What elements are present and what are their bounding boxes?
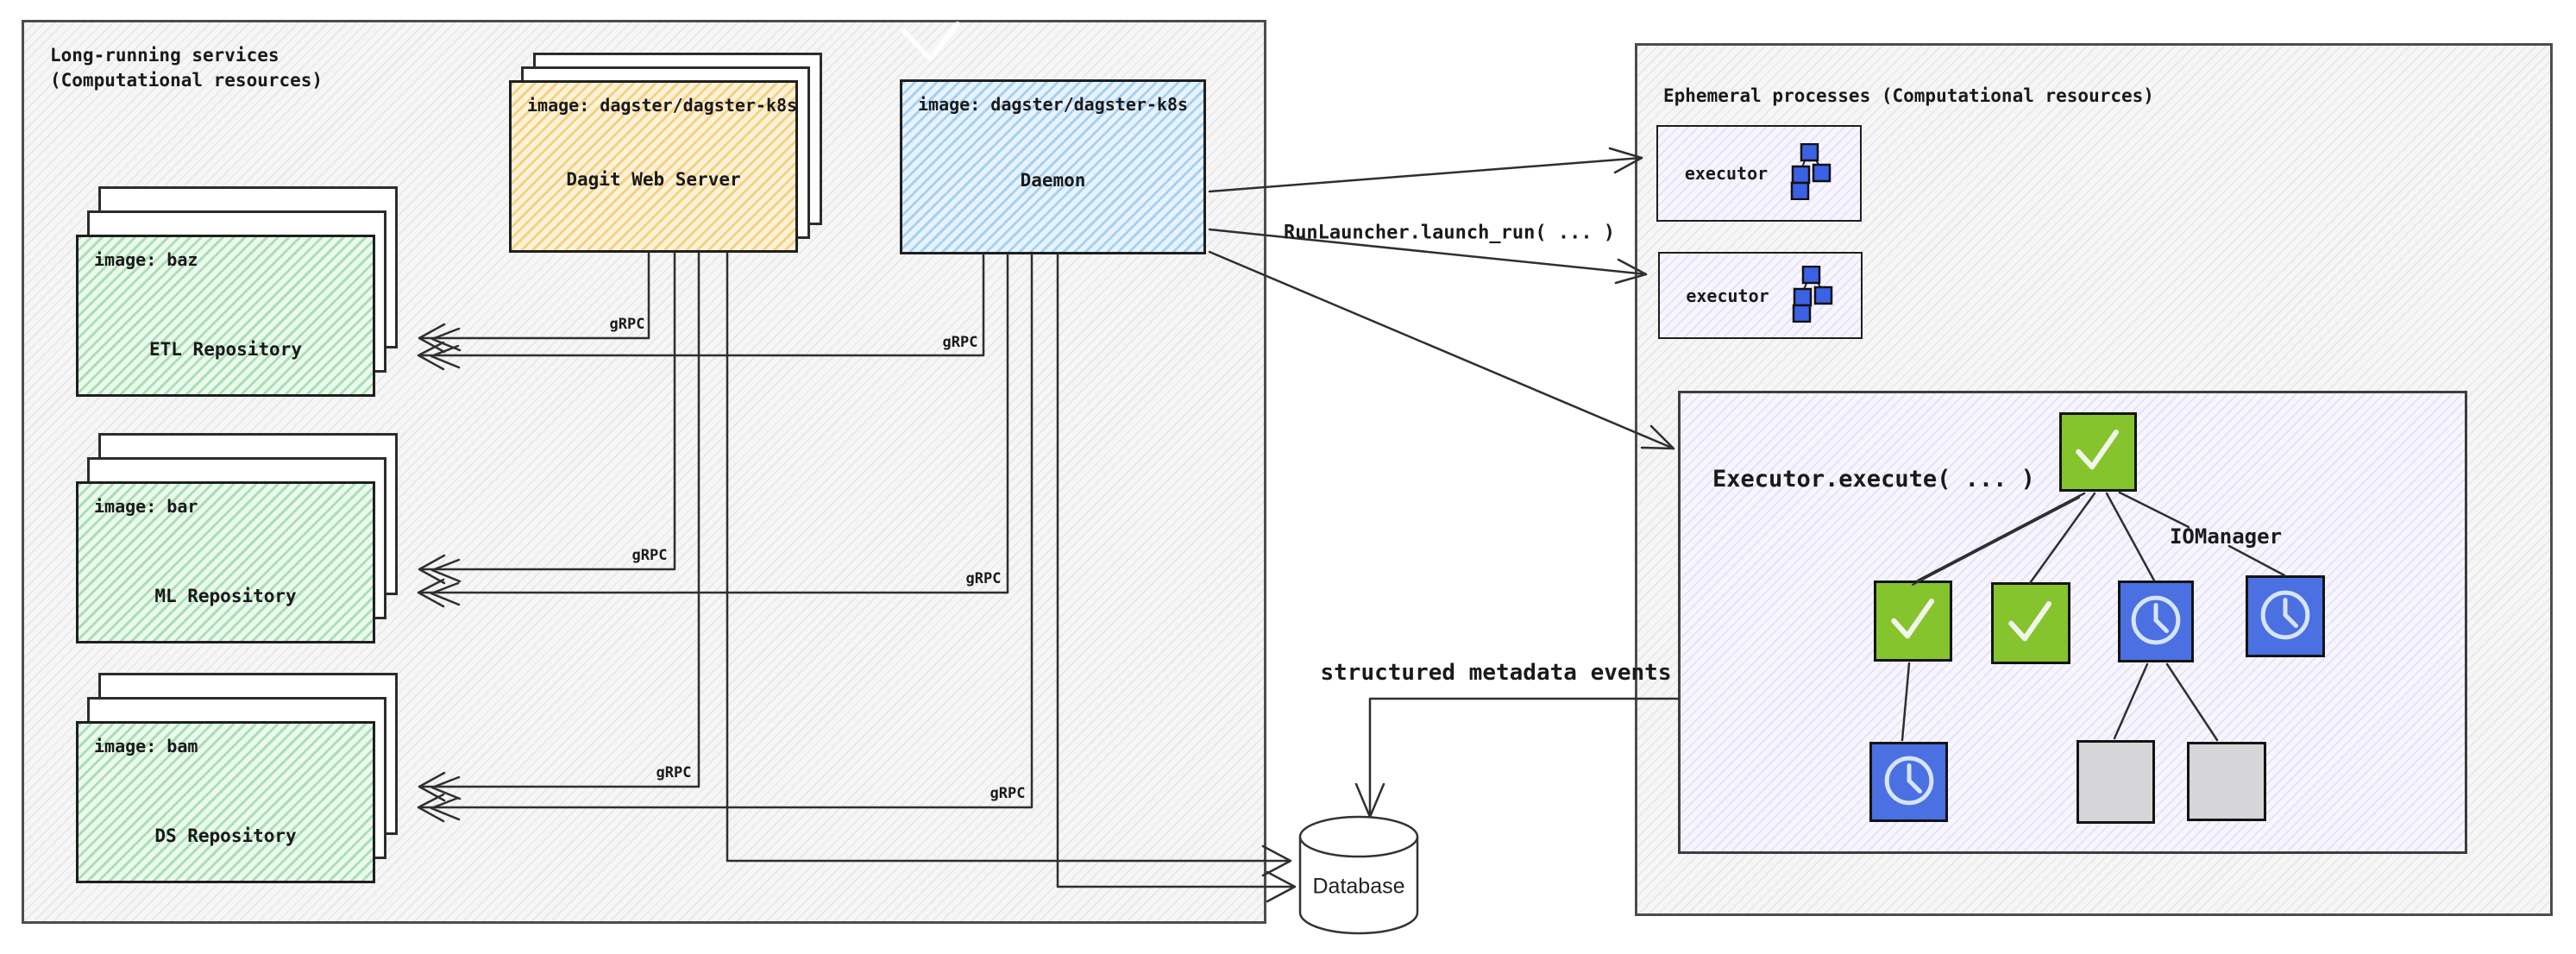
chevron-db-1 <box>1261 844 1292 877</box>
arrow-daemon-executor-1 <box>1208 156 1643 193</box>
grpc-label-ds-dagit: gRPC <box>656 764 692 781</box>
executor-box-2: executor <box>1658 252 1863 339</box>
ds-image-label: image: bam <box>94 736 198 756</box>
left-title-line1: Long-running services <box>50 45 280 66</box>
dag-icon <box>1790 142 1833 204</box>
daemon-name: Daemon <box>1020 170 1086 191</box>
clock-icon <box>2251 581 2320 653</box>
tree-skipped-2 <box>2187 742 2266 821</box>
left-container-title: Long-running services (Computational reso… <box>50 43 323 93</box>
tree-clock-3 <box>1869 742 1948 822</box>
etl-repository-box: image: baz ETL Repository <box>76 235 375 397</box>
ds-repository-box: image: bam DS Repository <box>76 721 375 883</box>
dagit-image-label: image: dagster/dagster-k8s <box>527 95 798 116</box>
check-icon <box>1995 586 2067 662</box>
chevron-db-2 <box>1266 870 1297 903</box>
arrow-metadata-database <box>1368 697 1680 816</box>
executor-execute-title: Executor.execute( ... ) <box>1712 466 2035 493</box>
grpc-label-ml-dagit: gRPC <box>631 547 668 564</box>
clock-icon <box>1875 746 1944 819</box>
io-manager-label: IOManager <box>2169 524 2283 549</box>
tree-clock-1 <box>2118 581 2194 662</box>
etl-name: ETL Repository <box>148 339 302 360</box>
daemon-image-label: image: dagster/dagster-k8s <box>918 94 1189 115</box>
tree-clock-2 <box>2246 575 2325 657</box>
structured-metadata-label: structured metadata events <box>1320 660 1672 686</box>
database-label: Database <box>1312 874 1405 899</box>
ml-image-label: image: bar <box>94 496 198 517</box>
grpc-label-ml-daemon: gRPC <box>965 570 1002 587</box>
arrow-daemon-execute-box <box>1208 250 1675 450</box>
daemon-box: image: dagster/dagster-k8s Daemon <box>900 79 1206 254</box>
dagit-name: Dagit Web Server <box>566 169 741 190</box>
etl-image-label: image: baz <box>94 249 198 270</box>
left-title-line2: (Computational resources) <box>50 70 324 91</box>
executor-1-label: executor <box>1684 163 1769 184</box>
executor-box-1: executor <box>1656 125 1862 222</box>
chevron-db-top <box>1354 782 1385 819</box>
executor-2-label: executor <box>1686 285 1769 306</box>
ml-name: ML Repository <box>154 586 297 606</box>
dagit-web-server-box: image: dagster/dagster-k8s Dagit Web Ser… <box>509 80 798 253</box>
ml-repository-box: image: bar ML Repository <box>76 481 375 643</box>
check-icon <box>2062 414 2134 490</box>
check-icon <box>1877 583 1950 659</box>
tree-check-3 <box>1991 582 2070 664</box>
tree-skipped-1 <box>2077 740 2155 824</box>
clock-icon <box>2121 586 2190 658</box>
grpc-label-ds-daemon: gRPC <box>990 785 1026 802</box>
grpc-label-etl-daemon: gRPC <box>942 334 978 351</box>
right-container-title: Ephemeral processes (Computational resou… <box>1663 85 2154 106</box>
ds-name: DS Repository <box>154 825 297 846</box>
dag-icon <box>1792 265 1835 326</box>
tree-root-check <box>2059 412 2137 492</box>
run-launcher-label: RunLauncher.launch_run( ... ) <box>1283 222 1616 244</box>
tree-check-2 <box>1874 581 1952 662</box>
grpc-label-etl-dagit: gRPC <box>609 316 645 333</box>
